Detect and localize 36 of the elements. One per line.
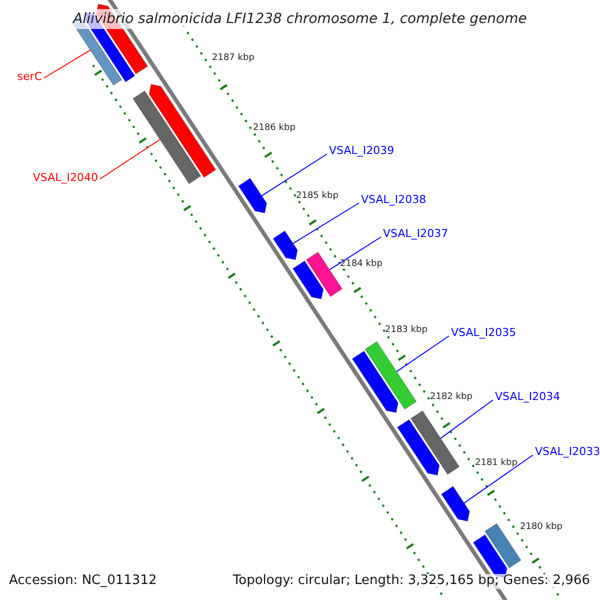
gene-segment <box>238 178 268 214</box>
leader-line <box>100 139 160 180</box>
leader-line <box>329 236 382 270</box>
leader-line <box>464 454 534 504</box>
gene-segment <box>484 523 522 568</box>
leader-line <box>261 154 328 196</box>
leader-line <box>396 336 450 372</box>
leader-line <box>44 50 91 78</box>
scale-label: 2181 kbp <box>475 458 518 468</box>
leader-line <box>292 202 360 244</box>
scale-label: 2183 kbp <box>385 325 428 336</box>
gene-label: VSAL_I2034 <box>495 391 560 404</box>
gene-label: VSAL_I2038 <box>361 194 426 207</box>
scale-label: 2180 kbp <box>520 522 562 532</box>
gene-segment <box>292 260 324 300</box>
leader-line <box>440 400 494 439</box>
summary-text: Topology: circular; Length: 3,325,165 bp; Genes: 2,966 <box>230 574 592 589</box>
gene-segment <box>396 419 440 476</box>
gene-segment <box>148 84 216 178</box>
scale-label: 2186 kbp <box>253 123 296 134</box>
gene-label: VSAL_I2040 <box>32 172 98 185</box>
gene-segment <box>272 230 298 260</box>
scale-label: 2185 kbp <box>296 191 338 202</box>
scale-label: 2184 kbp <box>340 259 382 270</box>
gene-label: VSAL_I2035 <box>451 327 516 340</box>
gene-segment <box>440 486 470 522</box>
scale-label: 2182 kbp <box>430 392 472 402</box>
gene-label: VSAL_I2037 <box>383 228 448 241</box>
gene-segment <box>410 410 460 475</box>
gene-segment <box>132 90 202 184</box>
gene-segment <box>352 350 398 413</box>
gene-label: VSAL_I2033 <box>535 446 600 459</box>
scale-label: 2187 kbp <box>212 53 254 64</box>
gene-label: VSAL_I2039 <box>329 145 394 158</box>
gene-label: serC <box>17 71 42 84</box>
gene-segment <box>364 341 417 410</box>
